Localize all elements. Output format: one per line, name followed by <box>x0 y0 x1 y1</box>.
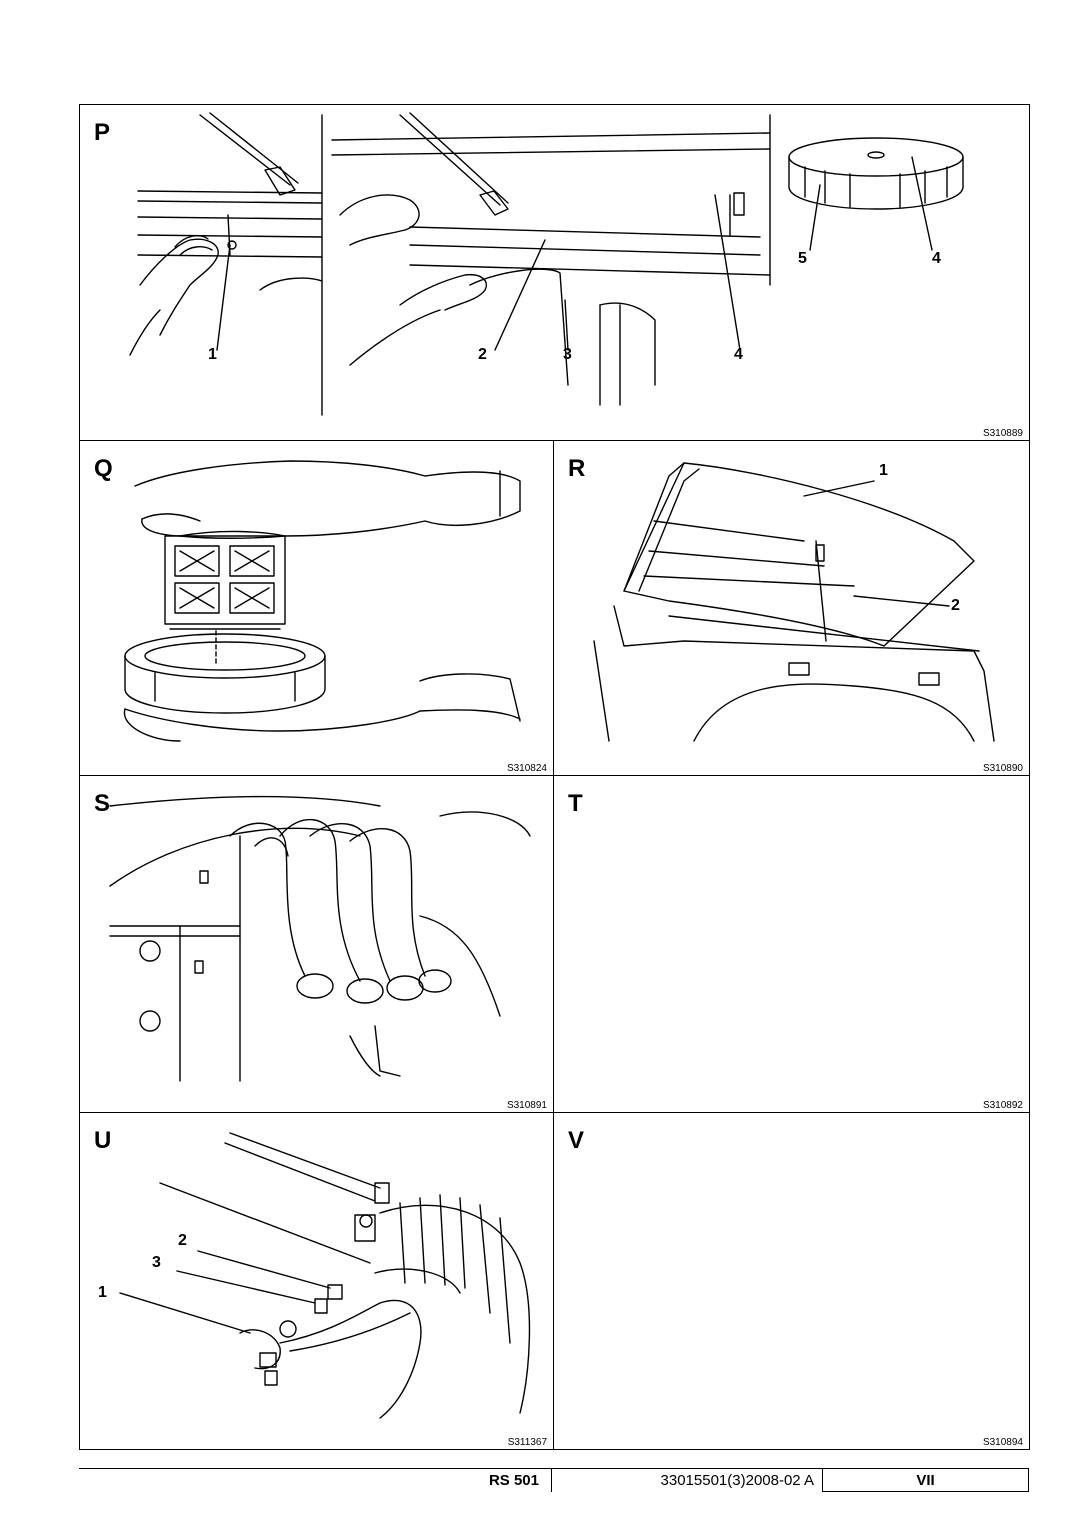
figure-panel-r: R 1 2 S310890 <box>553 440 1030 776</box>
figure-panel-p: P 1 2 3 4 5 4 S310889 <box>79 104 1030 441</box>
figure-code-t: S310892 <box>982 1100 1023 1111</box>
footer-model-cell: RS 501 <box>79 1468 552 1492</box>
panel-letter-r: R <box>568 455 586 482</box>
illustration-sensor <box>119 1132 531 1419</box>
callout-2: 2 <box>178 1232 187 1249</box>
panel-letter-u: U <box>94 1127 112 1154</box>
figure-code-u: S311367 <box>507 1437 547 1448</box>
callout-1: 1 <box>208 346 217 363</box>
illustration-hoses <box>109 795 531 1082</box>
figure-panel-t: T S310892 <box>553 775 1030 1113</box>
footer-model: RS 501 <box>488 1471 539 1489</box>
figure-panel-v: V S310894 <box>553 1112 1030 1450</box>
footer-doc-number: 33015501(3)2008-02 A <box>660 1471 814 1489</box>
footer-page-cell: VII <box>822 1468 1029 1492</box>
footer-page-number: VII <box>916 1471 935 1489</box>
callout-4: 4 <box>734 346 743 363</box>
panel-letter-p: P <box>94 119 111 146</box>
callout-3: 3 <box>152 1254 161 1271</box>
figure-panel-u: U 2 3 1 S311367 <box>79 1112 554 1450</box>
figure-code-v: S310894 <box>982 1437 1023 1448</box>
illustration-filter-basket <box>123 460 521 742</box>
figure-code-s: S310891 <box>506 1100 547 1111</box>
illustration-open-lid <box>593 462 995 742</box>
figure-panel-q: Q S310824 <box>79 440 554 776</box>
panel-letter-q: Q <box>94 455 113 482</box>
callout-4b: 4 <box>932 250 941 267</box>
callout-2: 2 <box>478 346 487 363</box>
callout-2: 2 <box>951 597 960 614</box>
illustration-filter-strip-removal <box>129 112 964 416</box>
callout-1: 1 <box>879 462 888 479</box>
callout-1: 1 <box>98 1284 107 1301</box>
figure-code-p: S310889 <box>982 428 1023 439</box>
figure-code-q: S310824 <box>506 763 547 774</box>
callout-3: 3 <box>563 346 572 363</box>
panel-letter-t: T <box>568 790 583 817</box>
callout-5: 5 <box>798 250 807 267</box>
footer-doc-cell: 33015501(3)2008-02 A <box>552 1468 822 1492</box>
panel-letter-v: V <box>568 1127 585 1154</box>
panel-letter-s: S <box>94 790 111 817</box>
figure-code-r: S310890 <box>982 763 1023 774</box>
footer-rule <box>79 1468 1029 1469</box>
figure-panel-s: S S310891 <box>79 775 554 1113</box>
